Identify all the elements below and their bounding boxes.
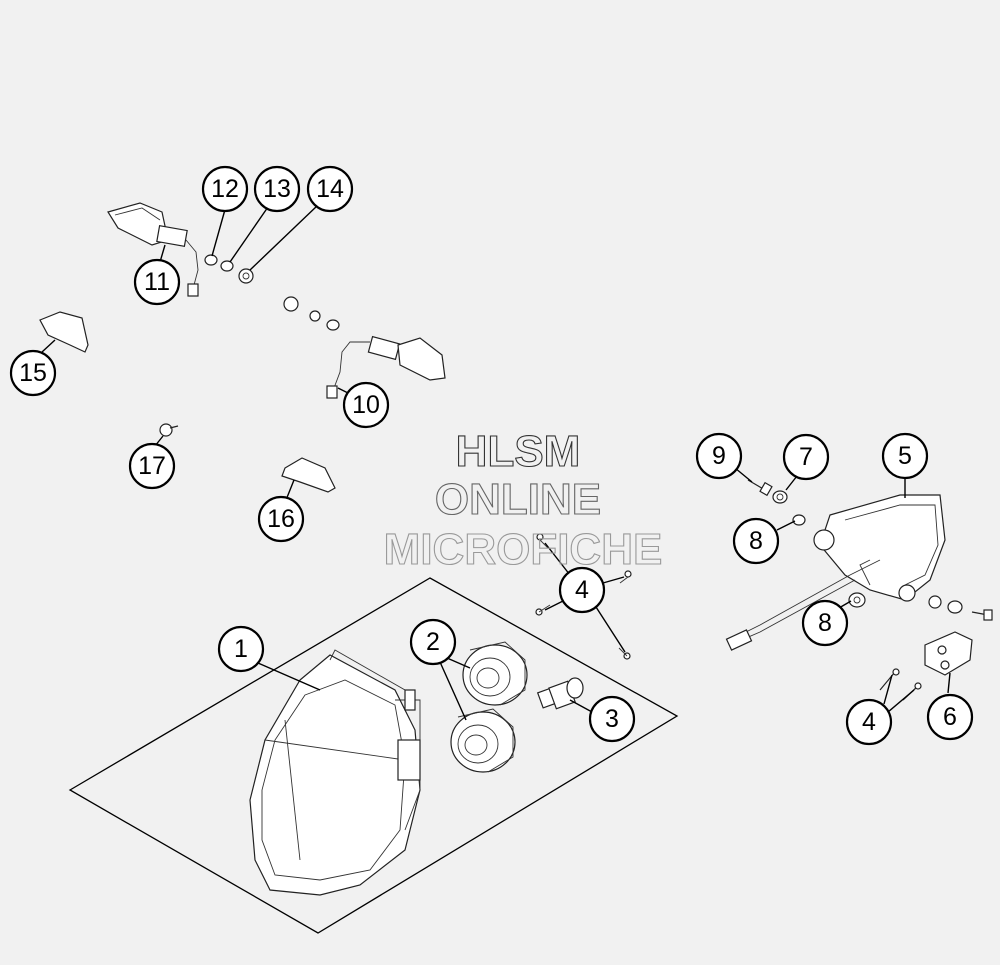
tail-light-assembly[interactable] xyxy=(725,494,946,651)
watermark: HLSM ONLINE MICROFICHE xyxy=(383,426,663,574)
lock-washer-13[interactable] xyxy=(220,260,234,272)
callout-label: 8 xyxy=(818,609,832,637)
callout-label: 13 xyxy=(263,175,291,203)
callout-11[interactable]: 11 xyxy=(133,258,181,306)
callout-17[interactable]: 17 xyxy=(128,442,176,490)
nut-14[interactable] xyxy=(238,268,254,284)
callout-13[interactable]: 13 xyxy=(253,165,301,213)
cover-16[interactable] xyxy=(281,457,336,493)
assembly-frame xyxy=(68,577,679,934)
callout-label: 8 xyxy=(749,527,763,555)
callout-label: 12 xyxy=(211,175,239,203)
callout-label: 4 xyxy=(575,576,589,604)
callout-14[interactable]: 14 xyxy=(306,165,354,213)
lamp-socket-upper[interactable] xyxy=(462,641,528,706)
headlight-housing[interactable] xyxy=(249,649,421,896)
screw-set-upper[interactable] xyxy=(535,533,632,660)
headlight-bulb[interactable] xyxy=(536,677,584,710)
callout-10[interactable]: 10 xyxy=(342,381,390,429)
callout-label: 16 xyxy=(267,505,295,533)
callout-label: 3 xyxy=(605,705,619,733)
callout-12[interactable]: 12 xyxy=(201,165,249,213)
watermark-line-2: ONLINE xyxy=(435,475,601,524)
callout-label: 17 xyxy=(138,452,166,480)
callout-label: 15 xyxy=(19,359,47,387)
callout-label: 7 xyxy=(799,443,813,471)
callout-label: 4 xyxy=(862,708,876,736)
callout-label: 6 xyxy=(943,703,957,731)
callout-label: 14 xyxy=(316,175,344,203)
callout-3[interactable]: 3 xyxy=(588,695,636,743)
tail-light-bracket[interactable] xyxy=(924,631,973,676)
callout-8-lower[interactable]: 8 xyxy=(801,599,849,647)
callout-2[interactable]: 2 xyxy=(409,618,457,666)
callout-4-lower[interactable]: 4 xyxy=(845,698,893,746)
callout-label: 11 xyxy=(144,268,170,296)
watermark-line-1: HLSM xyxy=(456,427,581,476)
callout-8-upper[interactable]: 8 xyxy=(732,517,780,565)
screw-17[interactable] xyxy=(159,423,179,437)
turn-signal-left[interactable] xyxy=(107,202,199,297)
washer-12[interactable] xyxy=(204,254,218,266)
callout-15[interactable]: 15 xyxy=(9,349,57,397)
callout-16[interactable]: 16 xyxy=(257,495,305,543)
washer-part-8-lower[interactable] xyxy=(848,592,866,608)
callout-label: 9 xyxy=(712,442,726,470)
callout-7[interactable]: 7 xyxy=(782,433,830,481)
callout-label: 2 xyxy=(426,628,440,656)
watermark-line-3: MICROFICHE xyxy=(384,525,663,574)
callout-9[interactable]: 9 xyxy=(695,432,743,480)
callout-6[interactable]: 6 xyxy=(926,693,974,741)
washer-part-8-upper[interactable] xyxy=(792,514,806,526)
nut-part-7[interactable] xyxy=(772,490,788,504)
callout-label: 10 xyxy=(352,391,380,419)
callout-label: 5 xyxy=(898,442,912,470)
right-side-fasteners[interactable] xyxy=(928,595,993,621)
callout-label: 1 xyxy=(234,635,248,663)
cover-15[interactable] xyxy=(39,311,89,353)
turn-signal-right[interactable] xyxy=(283,296,446,399)
callout-5[interactable]: 5 xyxy=(881,432,929,480)
lamp-socket-lower[interactable] xyxy=(450,708,516,773)
callout-4-upper[interactable]: 4 xyxy=(558,566,606,614)
callout-1[interactable]: 1 xyxy=(217,625,265,673)
